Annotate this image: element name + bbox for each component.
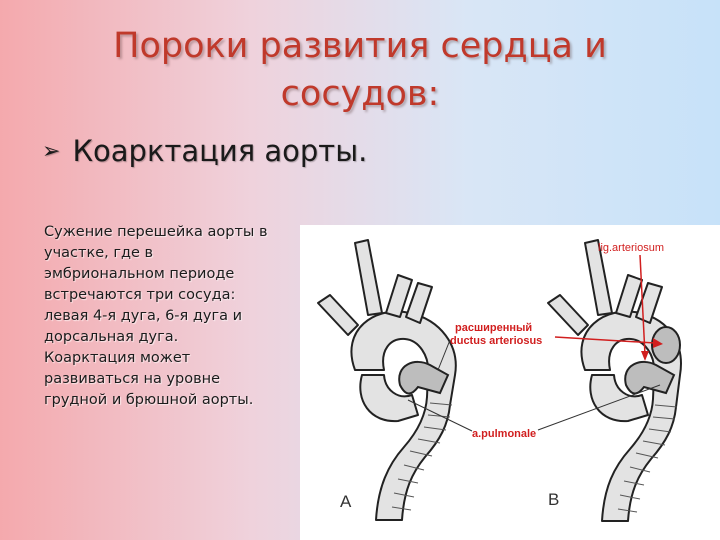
pulmonary-artery-a <box>398 360 450 395</box>
diagram-letter-b: В <box>548 490 559 509</box>
branch-vessel-b2 <box>584 239 613 316</box>
label-ductus-line-2: ductus arteriosus <box>450 335 542 347</box>
aorta-drawing-a <box>317 239 457 521</box>
pulmonary-artery-b <box>624 360 676 395</box>
slide-title-line-1: Пороки развития сердца и <box>113 26 607 66</box>
heart-base-b <box>589 374 649 423</box>
pointer-pulmonale-a <box>407 399 473 432</box>
bullet-heading: ➢ Коарктация аорты. <box>42 134 367 168</box>
pointer-ductus-a <box>437 339 451 371</box>
bullet-heading-text: Коарктация аорты. <box>72 134 368 168</box>
arrowhead-lig-arteriosum <box>641 351 649 361</box>
label-lig-arteriosum: lig.arteriosum <box>598 242 664 254</box>
branch-vessel-a1 <box>317 294 359 336</box>
arrow-bullet-icon: ➢ <box>42 138 61 164</box>
pointer-pulmonale-b <box>537 384 661 431</box>
label-ductus-line-1: расширенный <box>455 322 532 334</box>
aorta-diagram-svg: А В lig.arteriosum расширенный <box>317 239 682 522</box>
heart-base-a <box>359 374 419 423</box>
aorta-diagram: А В lig.arteriosum расширенный <box>300 225 720 540</box>
slide-title: Пороки развития сердца и сосудов: <box>60 22 660 118</box>
branch-vessel-a2 <box>354 239 383 316</box>
branch-vessel-a3 <box>385 274 413 318</box>
aorta-drawing-b <box>547 239 682 522</box>
pointer-lig-arteriosum <box>639 254 646 356</box>
label-pulmonale: a.pulmonale <box>472 428 536 440</box>
aorta-rings-b <box>617 404 678 513</box>
aorta-rings-a <box>391 402 453 511</box>
dilated-ductus-b <box>651 326 681 364</box>
branch-vessel-b1 <box>547 294 589 336</box>
slide-title-line-2: сосудов: <box>280 74 440 114</box>
diagram-letter-a: А <box>340 492 352 511</box>
description-text: Сужение перешейка аорты в участке, где в… <box>44 224 268 408</box>
arrowhead-ductus <box>653 338 663 348</box>
branch-vessel-a4 <box>405 282 433 324</box>
pointer-ductus <box>554 336 656 344</box>
